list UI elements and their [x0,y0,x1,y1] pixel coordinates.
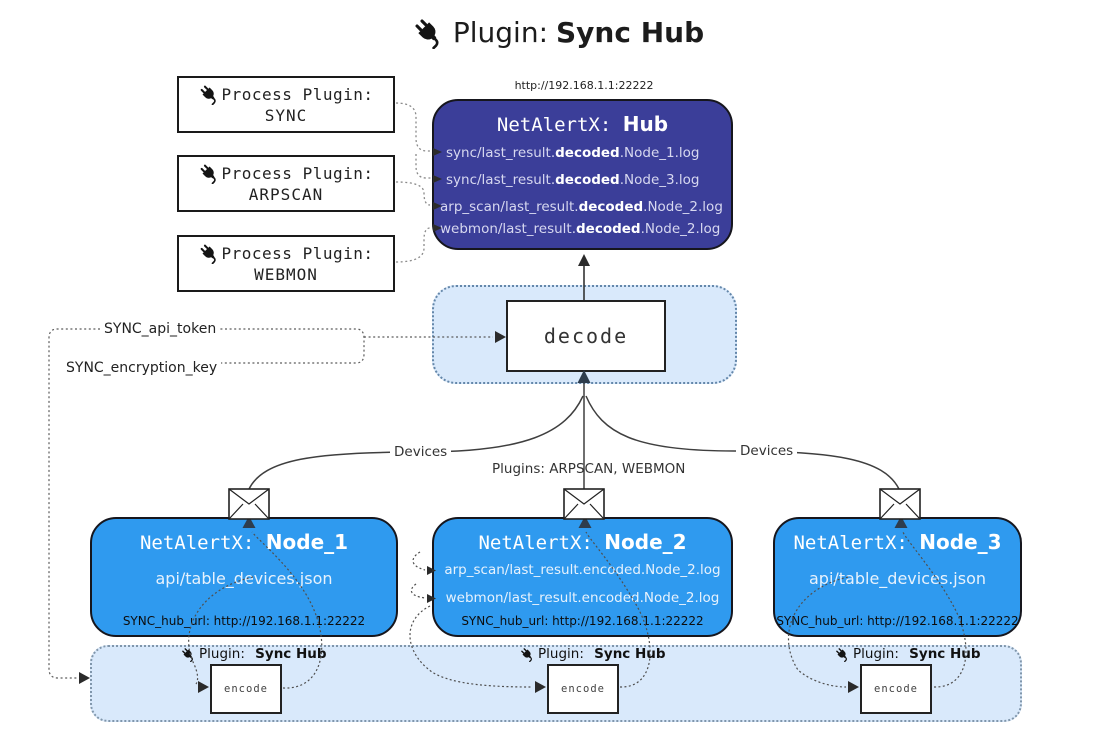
strip-plugin-label: Plugin: Sync Hub [835,646,981,662]
process-plugin-box-sync: Process Plugin: SYNC [177,76,395,133]
node-box-node-2: NetAlertX: Node_2 arp_scan/last_result.e… [432,517,733,637]
envelope-icon [879,488,921,520]
node-title-prefix: NetAlertX: [793,532,920,554]
process-plugin-label: Process Plugin: [221,164,374,183]
node-box-node-3: NetAlertX: Node_3 api/table_devices.json… [773,517,1022,637]
hub-title-name: Hub [622,112,669,136]
hub-log-line: sync/last_result.decoded.Node_3.log [446,172,700,188]
node-file: api/table_devices.json [155,569,333,588]
hub-log-line: webmon/last_result.decoded.Node_2.log [440,221,721,237]
decode-box: decode [506,300,666,372]
strip-plugin-label: Plugin: Sync Hub [520,646,666,662]
strip-plugin-label: Plugin: Sync Hub [181,646,327,662]
arrowhead-hub-bottom [578,254,590,266]
plug-icon [182,647,193,662]
title-label: Plugin: [452,16,549,49]
setting-sync-api-token: SYNC_api_token [100,321,221,337]
node-title-name: Node_1 [265,530,349,554]
encode-box: encode [860,664,932,714]
node-hub-url: SYNC_hub_url: http://192.168.1.1:22222 [122,614,366,628]
strip-plugin-label-text: Plugin: [199,646,245,662]
page-title: Plugin: Sync Hub [0,16,1117,49]
plug-icon [836,647,847,662]
strip-plugin-label-text: Plugin: [538,646,584,662]
node-file: api/table_devices.json [808,569,986,588]
plug-icon [200,164,216,184]
encode-box: encode [210,664,282,714]
process-plugin-box-arpscan: Process Plugin: ARPSCAN [177,155,395,212]
hub-log-line: arp_scan/last_result.decoded.Node_2.log [440,199,723,215]
node-file: arp_scan/last_result.encoded.Node_2.log [444,562,721,578]
connector-plugins-to-hub [395,102,431,263]
plug-icon [521,647,532,662]
strip-plugin-name: Sync Hub [255,646,327,662]
plug-icon [200,85,216,105]
hub-log-line: sync/last_result.decoded.Node_1.log [446,145,700,161]
title-name: Sync Hub [556,16,705,49]
hub-box: NetAlertX: Hub sync/last_result.decoded.… [432,99,733,250]
encode-box: encode [547,664,619,714]
node-title-prefix: NetAlertX: [139,532,266,554]
edge-label-devices-left: Devices [390,444,452,460]
hub-url-label: http://192.168.1.1:22222 [514,79,654,92]
node-hub-url: SYNC_hub_url: http://192.168.1.1:22222 [461,614,704,628]
envelope-icon [563,488,605,520]
edge-label-devices-right: Devices [736,443,798,459]
node-title-name: Node_2 [604,530,687,554]
node-hub-url: SYNC_hub_url: http://192.168.1.1:22222 [776,614,1019,628]
edge-label-plugins: Plugins: ARPSCAN, WEBMON [492,461,686,477]
node-box-node-1: NetAlertX: Node_1 api/table_devices.json… [90,517,398,637]
strip-plugin-name: Sync Hub [594,646,666,662]
node-title-prefix: NetAlertX: [478,532,605,554]
hub-title-prefix: NetAlertX: [496,114,623,136]
setting-sync-encryption-key: SYNC_encryption_key [62,360,222,376]
process-plugin-name: WEBMON [254,265,318,284]
plug-icon [415,18,439,49]
process-plugin-box-webmon: Process Plugin: WEBMON [177,235,395,292]
node-file: webmon/last_result.encoded.Node_2.log [445,590,720,606]
process-plugin-name: ARPSCAN [248,185,324,204]
strip-plugin-label-text: Plugin: [853,646,899,662]
node-title-name: Node_3 [919,530,1002,554]
envelope-icon [228,488,270,520]
process-plugin-label: Process Plugin: [221,85,374,104]
arrowhead-strip-left [79,672,90,684]
strip-plugin-name: Sync Hub [909,646,981,662]
plug-icon [200,244,216,264]
process-plugin-label: Process Plugin: [221,244,374,263]
process-plugin-name: SYNC [264,106,308,125]
